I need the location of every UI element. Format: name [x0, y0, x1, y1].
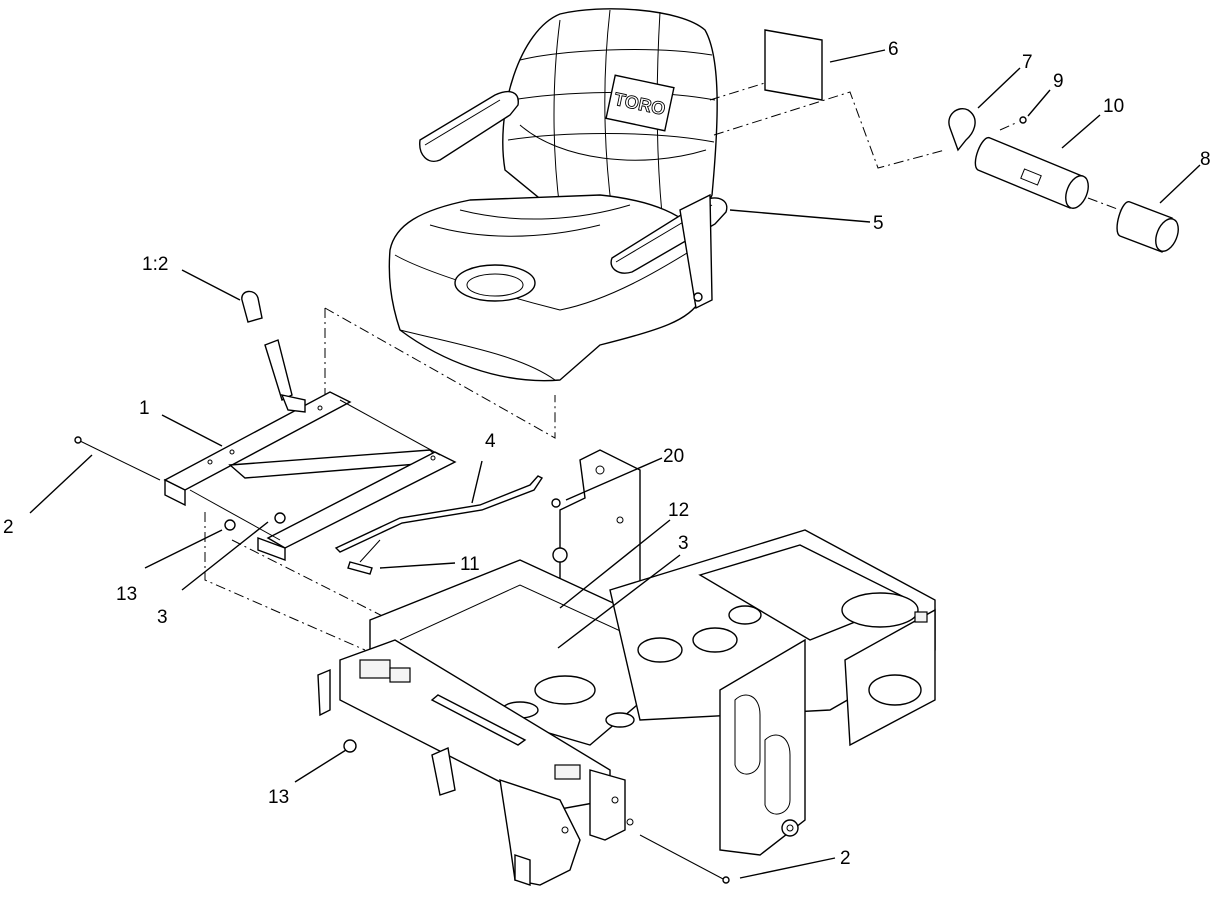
clip-7 — [948, 108, 976, 152]
callout-1: 1 — [139, 398, 150, 419]
manual-tube-assembly — [948, 108, 1179, 253]
nut-13-left — [224, 519, 236, 531]
seat-assembly: TORO — [388, 8, 728, 382]
callout-9: 9 — [1053, 71, 1064, 92]
callout-8: 8 — [1200, 149, 1211, 170]
main-frame — [317, 449, 936, 886]
tube-10 — [974, 137, 1083, 209]
lever-knob — [241, 290, 263, 323]
callout-5: 5 — [873, 213, 884, 234]
callout-6: 6 — [888, 39, 899, 60]
rod-4 — [334, 475, 544, 553]
callout-3-right: 3 — [678, 533, 689, 554]
leader-lines — [29, 49, 1201, 879]
adjust-lever — [264, 339, 293, 401]
seat-logo-plate: TORO — [605, 74, 675, 132]
callout-4: 4 — [485, 431, 496, 452]
seat-armrest-left — [419, 90, 519, 162]
callout-12: 12 — [668, 500, 689, 521]
callout-3-left: 3 — [157, 607, 168, 628]
callout-2-left: 2 — [3, 517, 14, 538]
callout-10: 10 — [1103, 96, 1124, 117]
seat-cushion — [388, 194, 701, 382]
callout-20: 20 — [663, 446, 684, 467]
callouts: 1:2 1 2 13 3 4 11 20 12 3 13 2 5 6 7 9 1… — [3, 39, 1211, 869]
callout-2-bottom: 2 — [840, 848, 851, 869]
screw-9 — [1019, 116, 1027, 124]
callout-13-bottom: 13 — [268, 787, 289, 808]
frame-side-plate — [719, 638, 806, 856]
nut-13-bottom — [343, 739, 357, 753]
callout-7: 7 — [1022, 52, 1033, 73]
callout-1-2: 1:2 — [142, 254, 168, 275]
bolt-20 — [551, 498, 561, 508]
decal-6 — [764, 29, 823, 101]
seat-mount-assembly — [74, 290, 556, 651]
callout-11: 11 — [460, 554, 480, 575]
nut-3-left — [274, 512, 286, 524]
callout-13-left: 13 — [116, 584, 137, 605]
bolt-11 — [347, 561, 373, 575]
seat-mount-rail-rear — [266, 451, 457, 549]
